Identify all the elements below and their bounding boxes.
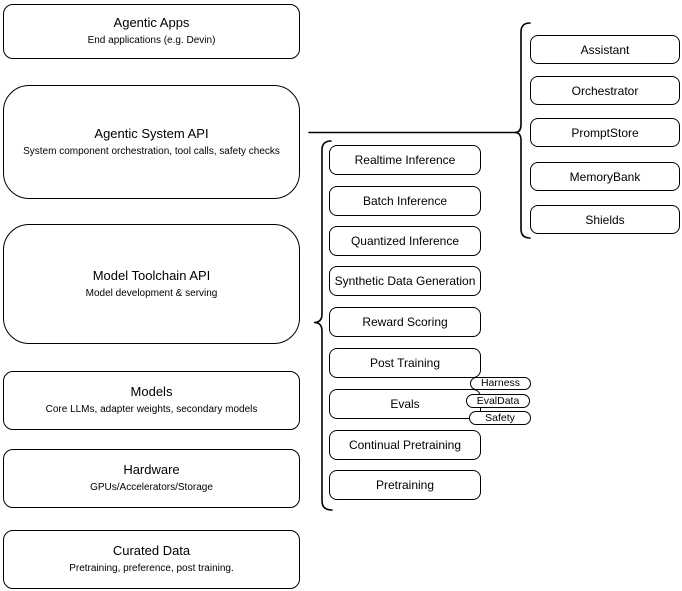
node-title: Models	[130, 384, 173, 399]
node-hardware: Hardware GPUs/Accelerators/Storage	[3, 449, 300, 508]
node-title: Agentic System API	[94, 125, 209, 141]
node-title: Model Toolchain API	[92, 267, 211, 283]
tag-safety: Safety	[469, 411, 531, 425]
node-memorybank: MemoryBank	[530, 162, 680, 191]
node-promptstore: PromptStore	[530, 118, 680, 147]
node-subtitle: End applications (e.g. Devin)	[87, 35, 216, 46]
node-title: Curated Data	[112, 543, 191, 558]
tag-harness: Harness	[470, 377, 531, 390]
node-pretraining: Pretraining	[329, 470, 481, 500]
node-reward-scoring: Reward Scoring	[329, 307, 481, 337]
node-post-training: Post Training	[329, 348, 481, 378]
tag-evaldata: EvalData	[466, 394, 530, 408]
node-orchestrator: Orchestrator	[530, 76, 680, 105]
node-realtime-inference: Realtime Inference	[329, 145, 481, 175]
node-continual-pretraining: Continual Pretraining	[329, 430, 481, 460]
node-synthetic-data-generation: Synthetic Data Generation	[329, 266, 481, 296]
toolchain-brace	[313, 140, 333, 511]
node-model-toolchain-api: Model Toolchain API Model development & …	[3, 224, 300, 344]
node-curated-data: Curated Data Pretraining, preference, po…	[3, 530, 300, 589]
node-subtitle: Pretraining, preference, post training.	[69, 563, 234, 574]
node-batch-inference: Batch Inference	[329, 186, 481, 216]
node-quantized-inference: Quantized Inference	[329, 226, 481, 256]
node-evals: Evals	[329, 389, 481, 419]
node-subtitle: Model development & serving	[85, 287, 218, 299]
node-title: Agentic Apps	[113, 15, 190, 30]
node-models: Models Core LLMs, adapter weights, secon…	[3, 371, 300, 430]
node-shields: Shields	[530, 205, 680, 234]
node-assistant: Assistant	[530, 35, 680, 64]
node-agentic-apps: Agentic Apps End applications (e.g. Devi…	[3, 4, 300, 59]
node-agentic-system-api: Agentic System API System component orch…	[3, 85, 300, 199]
node-subtitle: System component orchestration, tool cal…	[23, 145, 280, 157]
system-brace	[514, 22, 531, 239]
node-subtitle: GPUs/Accelerators/Storage	[90, 482, 213, 493]
node-subtitle: Core LLMs, adapter weights, secondary mo…	[45, 404, 258, 415]
node-title: Hardware	[123, 462, 180, 477]
